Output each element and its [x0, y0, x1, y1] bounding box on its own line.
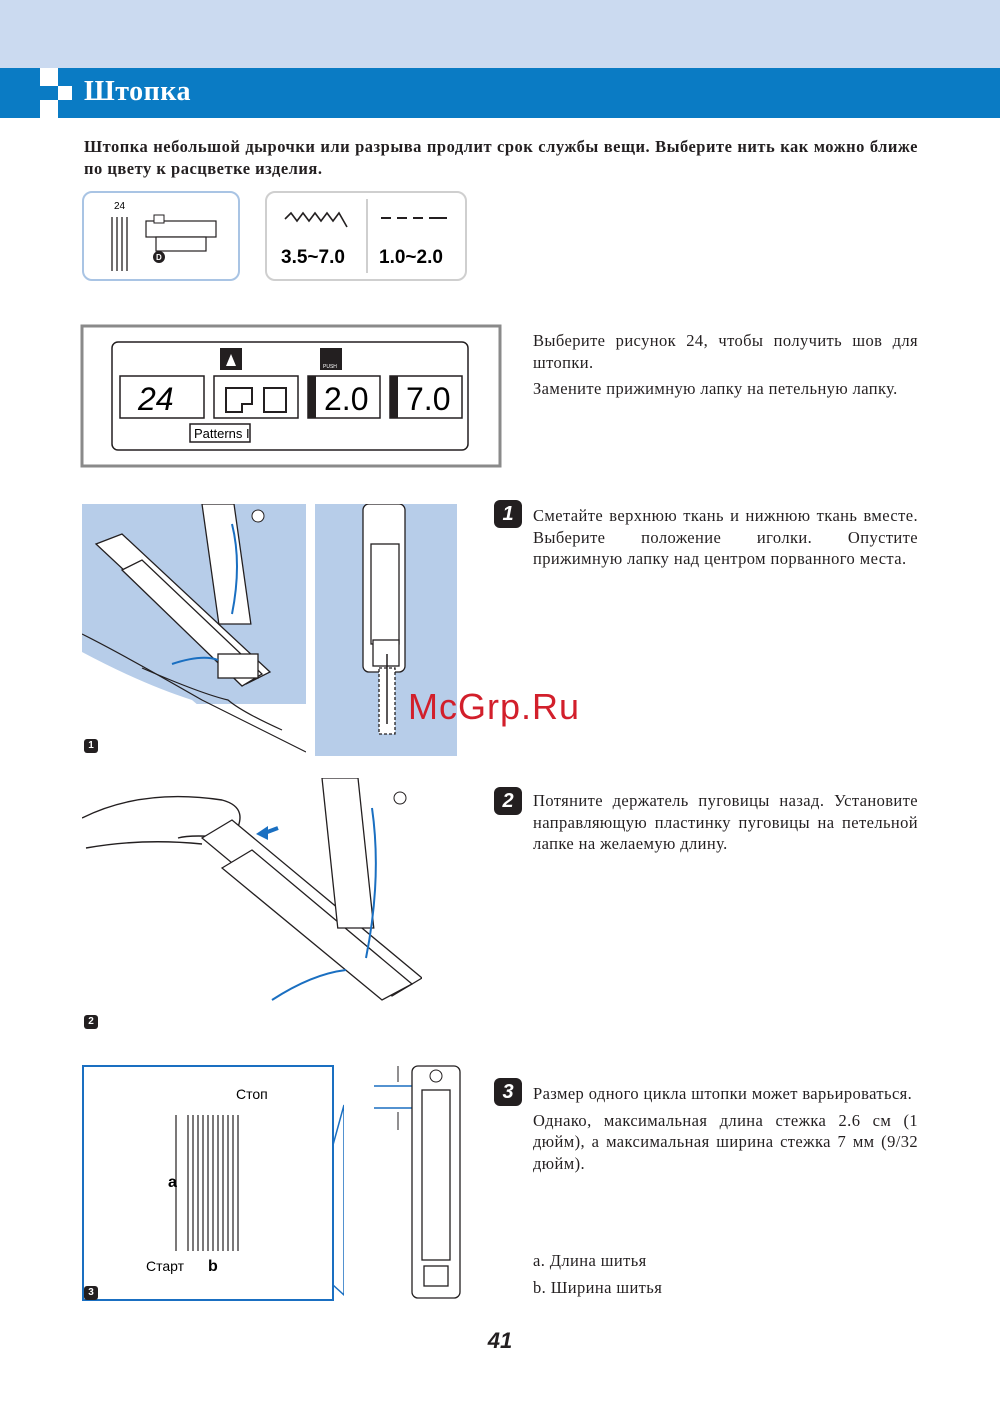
page-title: Штопка [84, 76, 191, 107]
lcd-panel: PUSH 24 2.0 7.0 Patterns I [80, 324, 502, 468]
figure-3-foot [374, 1065, 461, 1299]
title-bar [0, 68, 1000, 118]
lcd-foot-symbol [225, 387, 253, 413]
length-range: 1.0~2.0 [379, 247, 443, 268]
lcd-mode-label: Patterns I [194, 426, 250, 441]
buttonhole-foot [200, 778, 422, 1001]
width-label-b: b [208, 1258, 218, 1275]
intro-step-1: Выберите рисунок 24, чтобы получить шов … [533, 331, 918, 372]
start-label: Старт [146, 1258, 185, 1274]
lcd-length-digits: 2.0 [324, 381, 368, 417]
figure-1-left [82, 504, 306, 754]
step-3-text: Размер одного цикла штопки может варьиро… [533, 1083, 918, 1179]
buttonhole-foot-front [362, 504, 406, 735]
buttonhole-foot-top [411, 1065, 461, 1299]
length-label-a: a [168, 1174, 177, 1191]
intro-step-2: Замените прижимную лапку на петельную ла… [533, 379, 898, 398]
figure-tag: 1 [84, 739, 98, 753]
pattern-number-label: 24 [114, 201, 126, 212]
title-decor-square [40, 100, 58, 118]
intro-paragraph: Штопка небольшой дырочки или разрыва про… [84, 137, 918, 178]
step-3-line-1: Размер одного цикла штопки может варьиро… [533, 1084, 913, 1103]
stitch-settings-graphic: 3.5~7.0 1.0~2.0 [281, 199, 447, 273]
zigzag-width-icon [284, 211, 348, 228]
foot-setting-box: 24 D [82, 191, 240, 281]
svg-text:PUSH: PUSH [323, 364, 337, 370]
buttonhole-foot-icon: 24 D [111, 201, 217, 271]
legend-a: a. Длина шитья [533, 1251, 647, 1270]
figure-2 [82, 778, 422, 1001]
figure-3-diagram: Стоп a Старт b [82, 1065, 344, 1301]
title-decor-square [58, 86, 72, 100]
push-icon [320, 348, 342, 370]
stop-label: Стоп [236, 1086, 268, 1102]
top-band [0, 0, 1000, 68]
step-number: 2 [494, 787, 522, 815]
step-1-text: Сметайте верхнюю ткань и нижнюю ткань вм… [533, 506, 918, 568]
figure-1-right [315, 504, 457, 756]
legend: a. Длина шитья b. Ширина шитья [533, 1250, 918, 1303]
foot-letter: D [156, 253, 162, 262]
figure-tag: 3 [84, 1286, 98, 1300]
darning-stitch-pattern [175, 1115, 239, 1251]
figure-tag: 2 [84, 1015, 98, 1029]
title-decor-square [40, 68, 58, 86]
step-2-text: Потяните держатель пуговицы назад. Устан… [533, 791, 918, 853]
page-number: 41 [487, 1328, 513, 1353]
width-range: 3.5~7.0 [281, 247, 345, 268]
legend-b: b. Ширина шитья [533, 1277, 663, 1297]
lcd-pattern-digits: 24 [137, 381, 174, 417]
step-number: 3 [494, 1078, 522, 1106]
step-number: 1 [494, 500, 522, 528]
lcd-width-digits: 7.0 [406, 381, 450, 417]
intro-steps: Выберите рисунок 24, чтобы получить шов … [533, 330, 918, 405]
buttonhole-foot [94, 504, 272, 687]
stitch-setting-box: 3.5~7.0 1.0~2.0 [265, 191, 467, 281]
step-3-line-2: Однако, максимальная длина стежка 2.6 см… [533, 1110, 918, 1173]
watermark: McGrp.Ru [408, 686, 581, 727]
